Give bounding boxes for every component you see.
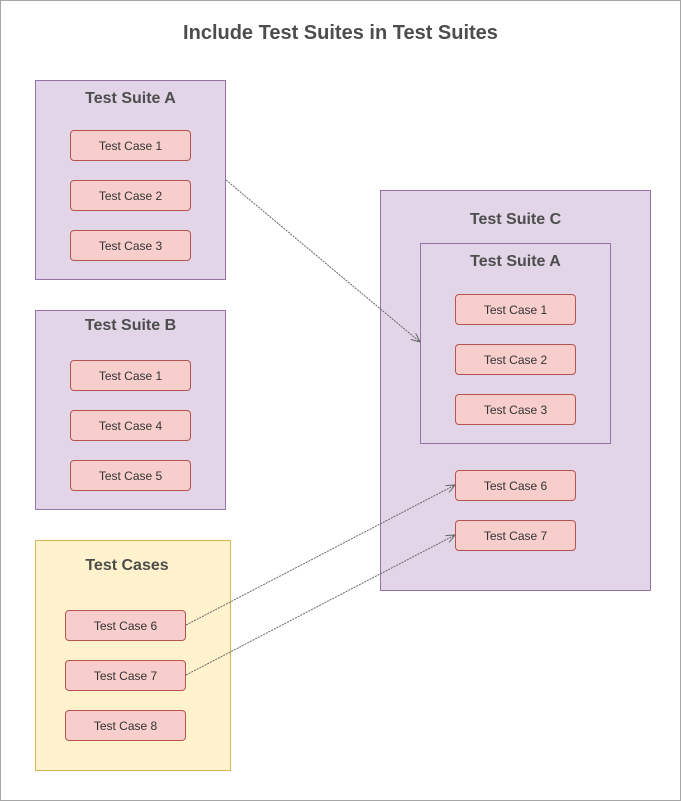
test-case-item[interactable]: Test Case 4	[70, 410, 191, 441]
test-cases-group-title: Test Cases	[85, 557, 169, 574]
test-suite-b[interactable]: Test Suite B Test Case 1 Test Case 4 Tes…	[35, 310, 226, 510]
test-case-item[interactable]: Test Case 1	[70, 360, 191, 391]
test-suite-b-title: Test Suite B	[84, 317, 177, 334]
test-case-item[interactable]: Test Case 8	[65, 710, 186, 741]
test-case-item[interactable]: Test Case 6	[455, 470, 576, 501]
diagram-title: Include Test Suites in Test Suites	[183, 22, 498, 44]
test-case-item[interactable]: Test Case 6	[65, 610, 186, 641]
test-case-item[interactable]: Test Case 1	[455, 294, 576, 325]
test-suite-c[interactable]: Test Suite C Test Suite A Test Case 1 Te…	[380, 190, 651, 591]
test-suite-a[interactable]: Test Suite A Test Case 1 Test Case 2 Tes…	[35, 80, 226, 280]
test-suite-c-included-suite-a[interactable]: Test Suite A Test Case 1 Test Case 2 Tes…	[420, 243, 611, 444]
test-case-item[interactable]: Test Case 3	[455, 394, 576, 425]
test-suite-c-title: Test Suite C	[469, 211, 562, 228]
test-case-item[interactable]: Test Case 1	[70, 130, 191, 161]
test-case-item[interactable]: Test Case 7	[65, 660, 186, 691]
test-case-item[interactable]: Test Case 7	[455, 520, 576, 551]
test-suite-a-title: Test Suite A	[85, 90, 176, 107]
test-case-item[interactable]: Test Case 3	[70, 230, 191, 261]
test-case-item[interactable]: Test Case 5	[70, 460, 191, 491]
test-cases-group[interactable]: Test Cases Test Case 6 Test Case 7 Test …	[35, 540, 231, 771]
included-suite-title: Test Suite A	[470, 253, 561, 270]
test-case-item[interactable]: Test Case 2	[455, 344, 576, 375]
test-case-item[interactable]: Test Case 2	[70, 180, 191, 211]
